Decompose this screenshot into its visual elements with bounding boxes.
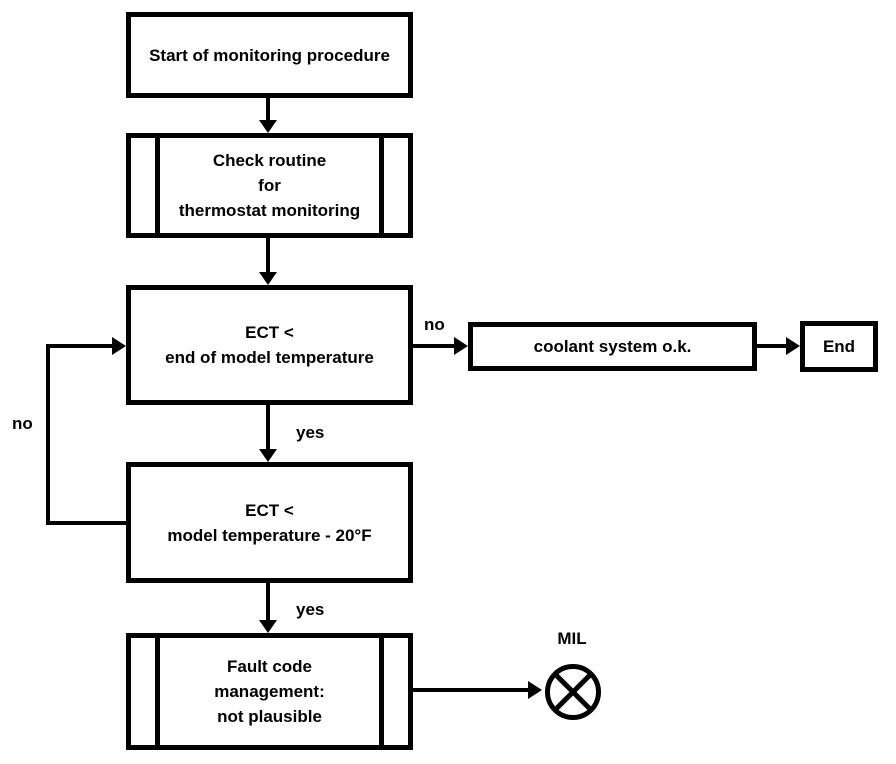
edge-label-no: no [12, 414, 33, 433]
node-fault-code-management: Fault code management: not plausible [126, 633, 413, 750]
node-fault-line: management: [214, 682, 325, 701]
edge-label-yes: yes [296, 423, 325, 442]
connector-ect-end-to-ect-model [266, 405, 270, 449]
node-end-label: End [822, 337, 856, 356]
node-check-routine: Check routine for thermostat monitoring [126, 133, 413, 238]
arrowhead-right-icon [786, 337, 800, 355]
connector-loop-vertical [46, 344, 50, 525]
arrowhead-down-icon [259, 620, 277, 633]
connector-check-to-ect-end [266, 238, 270, 272]
node-check-line: Check routine [212, 151, 327, 170]
node-ect-end-of-model: ECT < end of model temperature [126, 285, 413, 405]
arrowhead-right-icon [454, 337, 468, 355]
node-ect-model-line: model temperature - 20°F [167, 525, 372, 545]
node-fault-line: Fault code [226, 657, 312, 676]
predefined-process-bar-icon [379, 638, 384, 745]
edge-label-yes: yes [296, 600, 325, 619]
node-coolant-label: coolant system o.k. [533, 337, 692, 356]
connector-ect-model-to-fault [266, 583, 270, 620]
connector-fault-to-mil [413, 688, 529, 692]
connector-start-to-check [266, 98, 270, 121]
node-ect-end-line: end of model temperature [165, 348, 374, 367]
predefined-process-bar-icon [155, 138, 160, 233]
node-ect-end-line: ECT < [245, 323, 294, 342]
connector-loop-top [46, 344, 112, 348]
predefined-process-bar-icon [155, 638, 160, 745]
node-check-line: thermostat monitoring [178, 201, 361, 220]
arrowhead-right-icon [112, 337, 126, 355]
node-check-line: for [258, 176, 281, 195]
arrowhead-down-icon [259, 120, 277, 133]
node-ect-model-minus-20: ECT < model temperature - 20°F [126, 462, 413, 583]
mil-lamp-icon [544, 663, 602, 721]
mil-label: MIL [557, 629, 587, 648]
node-ect-model-line: ECT < [245, 500, 294, 520]
edge-label-no: no [424, 315, 445, 334]
node-coolant-system-ok: coolant system o.k. [468, 322, 757, 371]
node-end: End [800, 321, 878, 372]
node-start-label: Start of monitoring procedure [149, 45, 390, 65]
connector-loop-bottom [46, 521, 126, 525]
connector-ect-end-to-coolant [413, 344, 457, 348]
node-fault-line: not plausible [217, 707, 322, 726]
arrowhead-down-icon [259, 272, 277, 285]
arrowhead-down-icon [259, 449, 277, 462]
arrowhead-right-icon [528, 681, 542, 699]
node-start: Start of monitoring procedure [126, 12, 413, 98]
connector-coolant-to-end [757, 344, 787, 348]
predefined-process-bar-icon [379, 138, 384, 233]
